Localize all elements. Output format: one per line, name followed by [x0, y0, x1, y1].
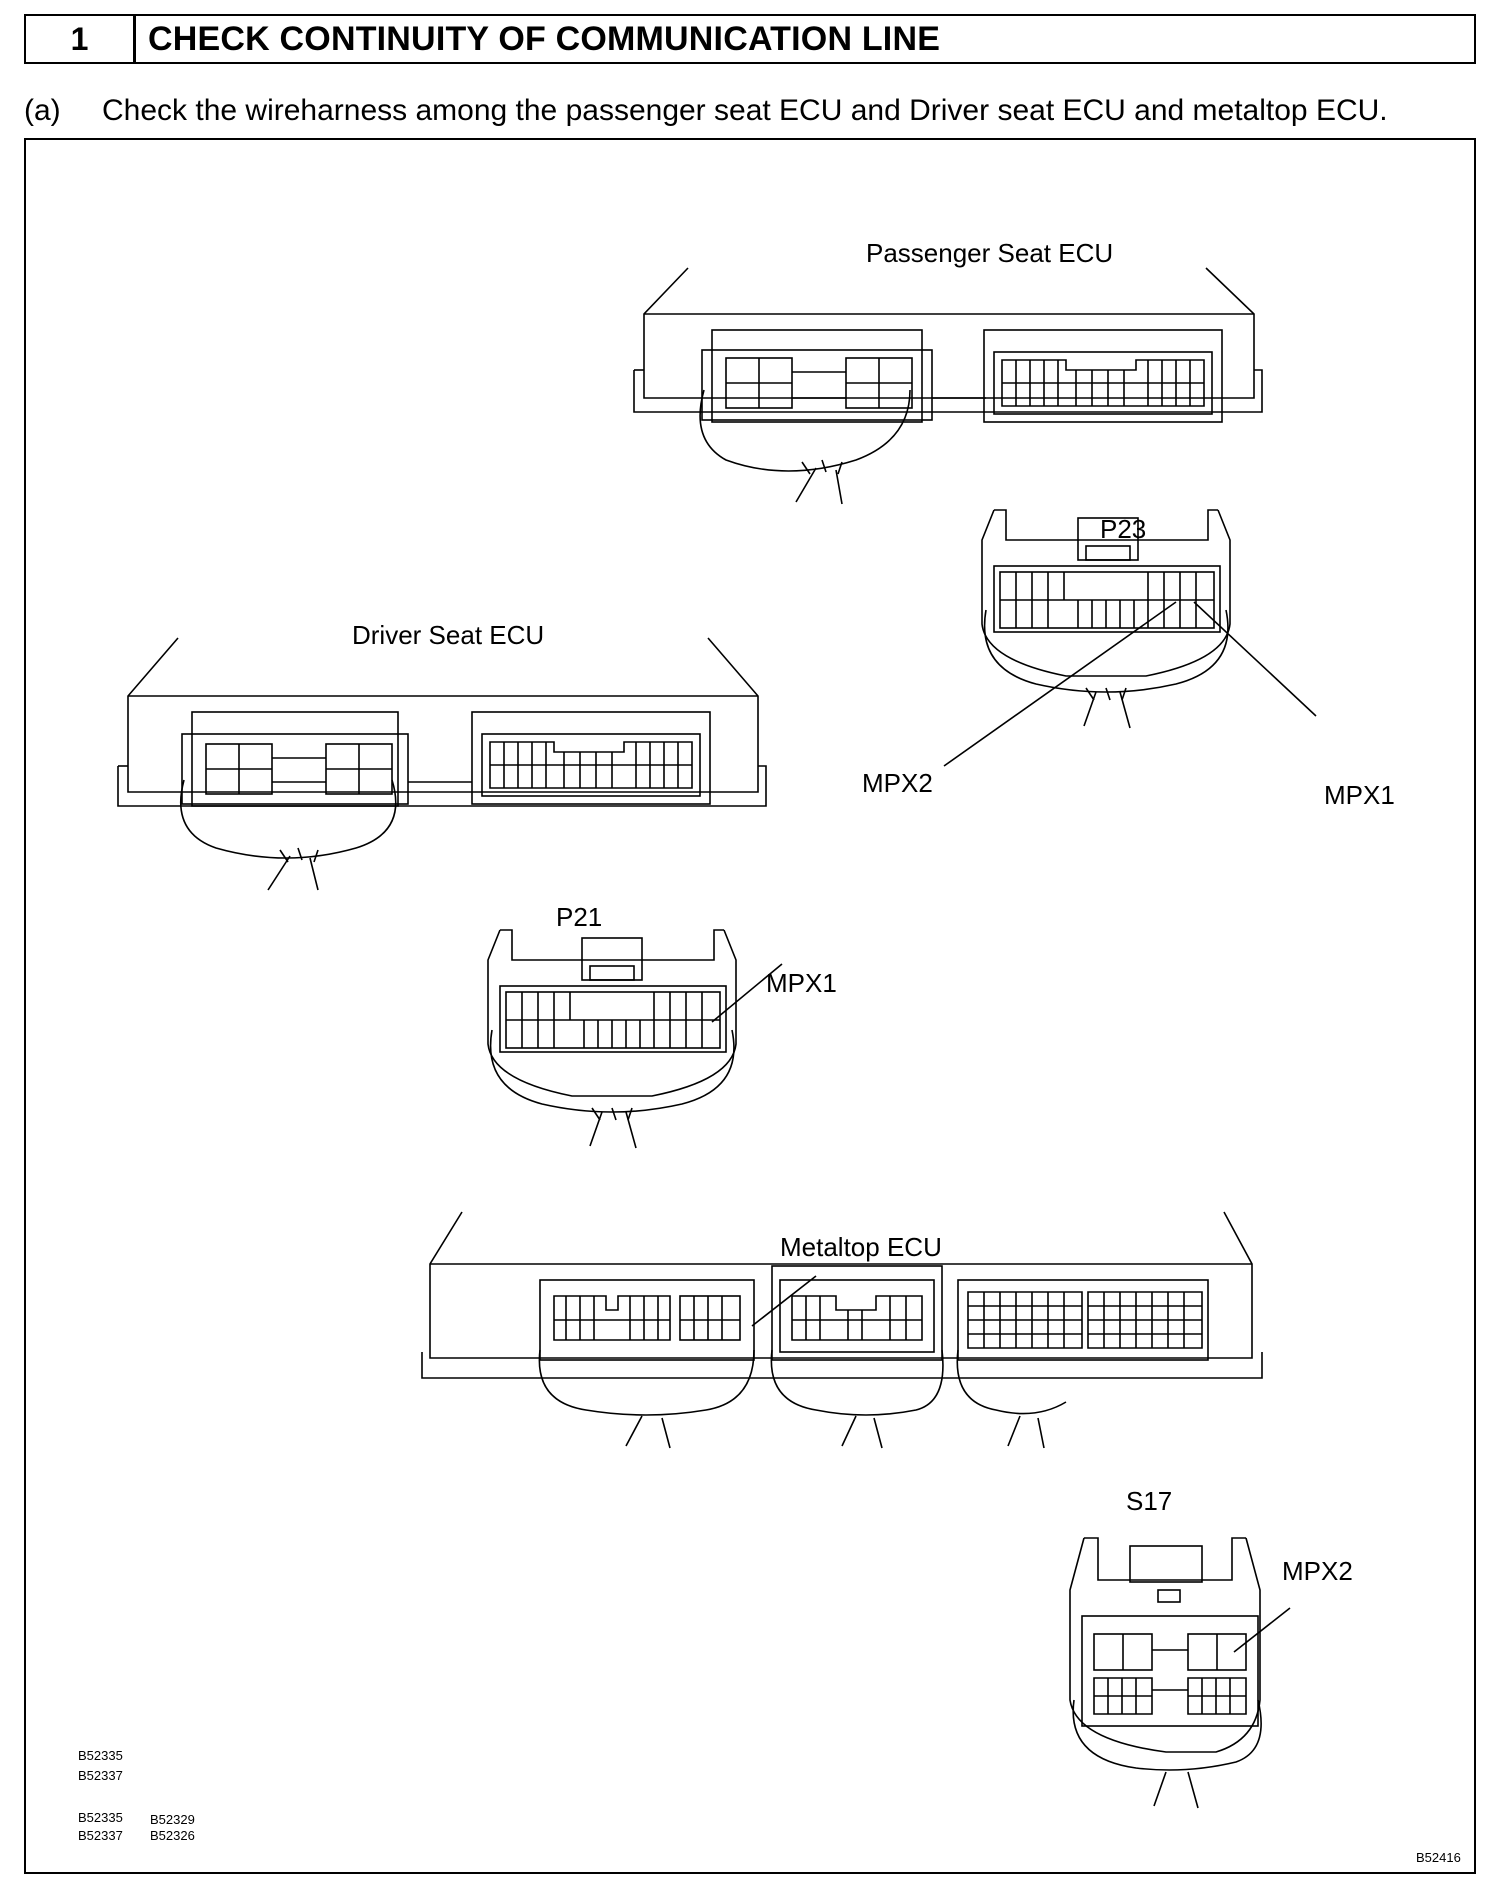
connector-diagram: Passenger Seat ECU P23 MPX2 MPX1 Driver … [24, 138, 1476, 1874]
metaltop-leader [751, 1275, 817, 1327]
step-number: 1 [26, 16, 136, 62]
p21-mpx1-leader [711, 963, 783, 1023]
p21-label: P21 [556, 902, 602, 932]
metaltop-ecu [421, 1211, 1263, 1449]
driver-ecu-label: Driver Seat ECU [352, 620, 544, 650]
p23-label: P23 [1100, 514, 1146, 544]
s17-label: S17 [1126, 1486, 1172, 1516]
p21-mpx1-label: MPX1 [766, 968, 837, 998]
metaltop-ecu-label: Metaltop ECU [780, 1232, 942, 1262]
step-instruction: (a) Check the wireharness among the passe… [24, 94, 1388, 128]
code-c-1: B52329 [150, 1812, 195, 1827]
figure-code: B52416 [1416, 1850, 1461, 1865]
code-a-2: B52337 [78, 1768, 123, 1783]
passenger-ecu-label: Passenger Seat ECU [866, 238, 1113, 268]
code-b-1: B52335 [78, 1810, 123, 1825]
connector-p23 [943, 509, 1317, 767]
code-a-1: B52335 [78, 1748, 123, 1763]
p23-mpx1-leader [1193, 601, 1317, 717]
connector-p21 [487, 929, 783, 1149]
connector-s17 [1069, 1537, 1291, 1809]
step-title: CHECK CONTINUITY OF COMMUNICATION LINE [148, 19, 941, 58]
p23-mpx2-label: MPX2 [862, 768, 933, 798]
p23-mpx2-leader [943, 601, 1177, 767]
diagram-canvas: Passenger Seat ECU P23 MPX2 MPX1 Driver … [78, 238, 1461, 1865]
passenger-seat-ecu [633, 267, 1263, 505]
code-c-2: B52326 [150, 1828, 195, 1843]
sub-step-label: (a) [24, 94, 61, 127]
code-b-2: B52337 [78, 1828, 123, 1843]
step-header: 1 CHECK CONTINUITY OF COMMUNICATION LINE [24, 14, 1476, 64]
instruction-text: Check the wireharness among the passenge… [102, 94, 1388, 127]
s17-mpx2-leader [1233, 1607, 1291, 1653]
s17-mpx2-label: MPX2 [1282, 1556, 1353, 1586]
driver-seat-ecu [117, 637, 767, 891]
p23-mpx1-label: MPX1 [1324, 780, 1395, 810]
